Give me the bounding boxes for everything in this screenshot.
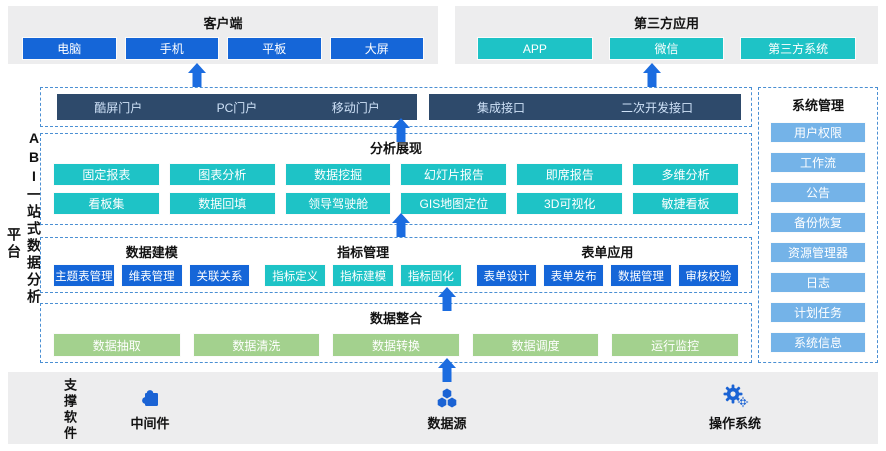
analysis-multidim-analysis[interactable]: 多维分析	[632, 163, 739, 186]
analysis-dashboard-set[interactable]: 看板集	[53, 192, 160, 215]
third-party-panel: 第三方应用 APP 微信 第三方系统	[455, 6, 878, 64]
analysis-data-mining[interactable]: 数据挖掘	[284, 163, 392, 186]
analysis-fixed-report[interactable]: 固定报表	[53, 163, 160, 186]
data-transform[interactable]: 数据转换	[332, 333, 460, 357]
analysis-slide-report[interactable]: 幻灯片报告	[400, 163, 508, 186]
integration-row: 数据抽取 数据清洗 数据转换 数据调度 运行监控	[41, 333, 751, 357]
up-arrow-icon	[392, 213, 410, 237]
analysis-row-1: 固定报表 图表分析 数据挖掘 幻灯片报告 即席报告 多维分析	[41, 163, 751, 186]
system-mgmt-title: 系统管理	[791, 98, 844, 113]
up-arrow-icon	[392, 118, 410, 142]
support-band	[8, 372, 878, 444]
data-schedule[interactable]: 数据调度	[471, 333, 600, 357]
data-extract[interactable]: 数据抽取	[53, 333, 181, 357]
client-items-row: 电脑 手机 平板 大屏	[8, 32, 438, 60]
form-audit-check[interactable]: 审核校验	[677, 264, 739, 287]
secondary-dev-interface[interactable]: 二次开发接口	[620, 100, 693, 115]
system-mgmt-list: 用户权限 工作流 公告 备份恢复 资源管理器 日志 计划任务 系统信息	[759, 114, 877, 353]
analysis-section-title: 分析展现	[369, 141, 422, 156]
metrics-title: 指标管理	[337, 245, 390, 260]
subject-table-mgmt[interactable]: 主题表管理	[53, 264, 115, 287]
analysis-adhoc-report[interactable]: 即席报告	[516, 163, 624, 186]
analysis-3d-visual[interactable]: 3D可视化	[516, 192, 624, 215]
platform-vertical-title: ABI一站式数据分析 平台	[4, 130, 44, 345]
analysis-data-backfill[interactable]: 数据回填	[168, 192, 276, 215]
os-label: 操作系统	[708, 416, 761, 431]
third-party-item-wechat[interactable]: 微信	[608, 37, 725, 60]
integration-section: 数据整合 数据抽取 数据清洗 数据转换 数据调度 运行监控	[40, 303, 752, 363]
gears-icon	[720, 382, 750, 410]
puzzle-icon	[137, 382, 163, 410]
data-source-item: 数据源	[402, 382, 492, 432]
third-party-items-row: APP 微信 第三方系统	[455, 32, 878, 60]
integration-interface[interactable]: 集成接口	[476, 100, 525, 115]
run-monitor[interactable]: 运行监控	[611, 333, 739, 357]
dim-table-mgmt[interactable]: 维表管理	[120, 264, 183, 287]
data-modeling-group: 数据建模 主题表管理 维表管理 关联关系	[53, 238, 251, 287]
up-arrow-icon	[188, 63, 206, 87]
sys-user-permissions[interactable]: 用户权限	[770, 122, 866, 143]
third-party-item-external-system[interactable]: 第三方系统	[740, 37, 857, 60]
third-party-item-app[interactable]: APP	[477, 37, 593, 60]
platform-title-line2: 平台	[6, 227, 22, 261]
sys-logs[interactable]: 日志	[770, 272, 866, 293]
analysis-row-2: 看板集 数据回填 领导驾驶舱 GIS地图定位 3D可视化 敏捷看板	[41, 192, 751, 215]
sys-system-info[interactable]: 系统信息	[770, 332, 866, 353]
sys-resource-manager[interactable]: 资源管理器	[770, 242, 866, 263]
metrics-row: 指标定义 指标建模 指标固化	[264, 264, 462, 287]
up-arrow-icon	[643, 63, 661, 87]
form-design[interactable]: 表单设计	[475, 264, 538, 287]
client-item-bigscreen[interactable]: 大屏	[329, 37, 424, 60]
client-item-pc[interactable]: 电脑	[22, 37, 117, 60]
metric-definition[interactable]: 指标定义	[264, 264, 327, 287]
support-vertical-title: 支撑软件	[62, 378, 77, 442]
modeling-groups: 数据建模 主题表管理 维表管理 关联关系 指标管理 指标定义 指标建模 指标固化…	[41, 238, 751, 287]
sys-scheduled-tasks[interactable]: 计划任务	[770, 302, 866, 323]
data-source-label: 数据源	[427, 416, 467, 431]
portal-pc[interactable]: PC门户	[216, 100, 258, 115]
analysis-section: 分析展现 固定报表 图表分析 数据挖掘 幻灯片报告 即席报告 多维分析 看板集 …	[40, 133, 752, 225]
portal-bar: 酷屏门户 PC门户 移动门户	[57, 94, 417, 120]
metrics-group: 指标管理 指标定义 指标建模 指标固化	[264, 238, 462, 287]
data-clean[interactable]: 数据清洗	[192, 333, 321, 357]
portal-section: 酷屏门户 PC门户 移动门户 集成接口 二次开发接口	[40, 87, 752, 127]
modeling-section: 数据建模 主题表管理 维表管理 关联关系 指标管理 指标定义 指标建模 指标固化…	[40, 237, 752, 293]
form-publish[interactable]: 表单发布	[543, 264, 605, 287]
form-data-mgmt[interactable]: 数据管理	[610, 264, 672, 287]
forms-group: 表单应用 表单设计 表单发布 数据管理 审核校验	[475, 238, 739, 287]
analysis-leader-cockpit[interactable]: 领导驾驶舱	[284, 192, 392, 215]
sys-backup-restore[interactable]: 备份恢复	[770, 212, 866, 233]
client-panel-title: 客户端	[203, 16, 243, 31]
forms-title: 表单应用	[581, 245, 634, 260]
data-modeling-row: 主题表管理 维表管理 关联关系	[53, 264, 251, 287]
up-arrow-icon	[438, 358, 456, 382]
analysis-gis-map[interactable]: GIS地图定位	[400, 192, 508, 215]
portal-coolscreen[interactable]: 酷屏门户	[94, 100, 143, 115]
middleware-item: 中间件	[105, 382, 195, 432]
integration-title: 数据整合	[369, 311, 422, 326]
client-panel: 客户端 电脑 手机 平板 大屏	[8, 6, 438, 64]
middleware-label: 中间件	[130, 416, 170, 431]
client-item-mobile[interactable]: 手机	[124, 37, 219, 60]
interface-bar: 集成接口 二次开发接口	[429, 94, 741, 120]
analysis-chart-analysis[interactable]: 图表分析	[168, 163, 276, 186]
portal-mobile[interactable]: 移动门户	[331, 100, 380, 115]
client-item-tablet[interactable]: 平板	[227, 37, 322, 60]
up-arrow-icon	[438, 287, 456, 311]
relation-mgmt[interactable]: 关联关系	[188, 264, 251, 287]
sys-announcement[interactable]: 公告	[770, 182, 866, 203]
platform-title-line1: ABI一站式数据分析	[26, 130, 42, 306]
sys-workflow[interactable]: 工作流	[770, 152, 866, 173]
os-item: 操作系统	[690, 382, 780, 432]
forms-row: 表单设计 表单发布 数据管理 审核校验	[475, 264, 739, 287]
third-party-panel-title: 第三方应用	[633, 16, 699, 31]
metric-solidify[interactable]: 指标固化	[400, 264, 462, 287]
system-mgmt-section: 系统管理 用户权限 工作流 公告 备份恢复 资源管理器 日志 计划任务 系统信息	[758, 87, 878, 363]
data-cluster-icon	[434, 382, 460, 410]
data-modeling-title: 数据建模	[125, 245, 178, 260]
analysis-agile-dashboard[interactable]: 敏捷看板	[632, 192, 739, 215]
metric-modeling[interactable]: 指标建模	[332, 264, 394, 287]
